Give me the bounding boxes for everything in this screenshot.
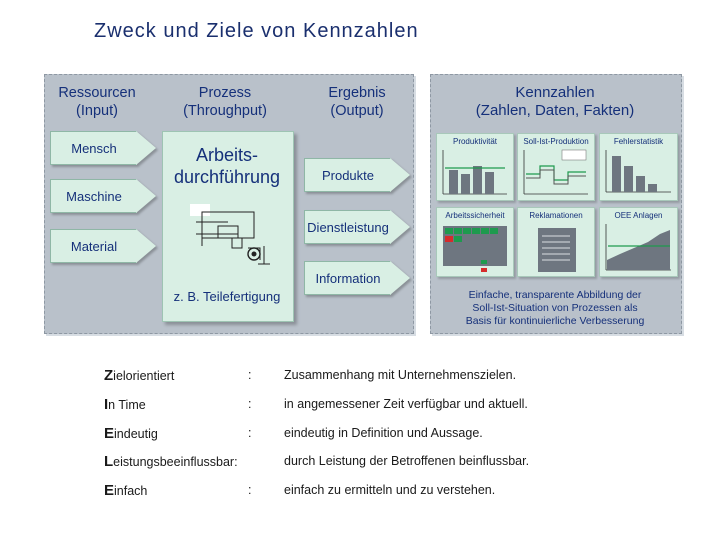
input-arrow-mensch: Mensch [50,131,156,165]
output-heading: Ergebnis (Output) [328,85,386,119]
kpi-tile-reklamationen: Reklamationen [517,207,595,277]
input-arrow-maschine: Maschine [50,179,156,213]
criterion-row: Zielorientiert : Zusammenhang mit Untern… [104,367,517,384]
kpi-tile-fehlerstatistik: Fehlerstatistik [599,133,678,201]
step-chart-icon [523,149,588,195]
process-label: Arbeits- durchführung [173,145,281,187]
machine-drawing-icon [190,204,270,265]
output-arrow-produkte: Produkte [304,158,410,192]
criterion-row: Einfach : einfach zu ermitteln und zu ve… [104,482,496,499]
input-arrow-material: Material [50,229,156,263]
page-title: Zweck und Ziele von Kennzahlen [94,20,419,42]
process-sub-label: z. B. Teilefertigung [173,289,281,304]
kpi-tile-arbeitssicherheit: Arbeitssicherheit [436,207,514,277]
kpi-tile-soll-ist: Soll-Ist-Produktion [517,133,595,201]
process-heading: Prozess (Throughput) [183,85,267,119]
kennzahlen-heading: Kennzahlen (Zahlen, Daten, Fakten) [475,84,635,119]
kpi-tile-produktivitaet: Produktivität [436,133,514,201]
pareto-chart-icon [605,150,671,193]
kennzahlen-panel [430,74,682,334]
criterion-row: Leistungsbeeinflussbar: durch Leistung d… [104,453,530,470]
kennzahlen-caption: Einfache, transparente Abbildung der Sol… [465,289,645,327]
bar-chart-icon [442,150,507,195]
area-chart-icon [605,224,671,271]
output-arrow-information: Information [304,261,410,295]
calendar-grid-icon [443,226,507,272]
kpi-tile-oee-anlagen: OEE Anlagen [599,207,678,277]
output-arrow-dienstleistung: Dienstleistung [304,210,410,244]
criterion-row: Eindeutig : eindeutig in Definition und … [104,425,483,442]
input-heading: Ressourcen (Input) [58,85,136,119]
criterion-row: In Time : in angemessener Zeit verfügbar… [104,396,528,413]
document-form-icon [538,228,576,272]
